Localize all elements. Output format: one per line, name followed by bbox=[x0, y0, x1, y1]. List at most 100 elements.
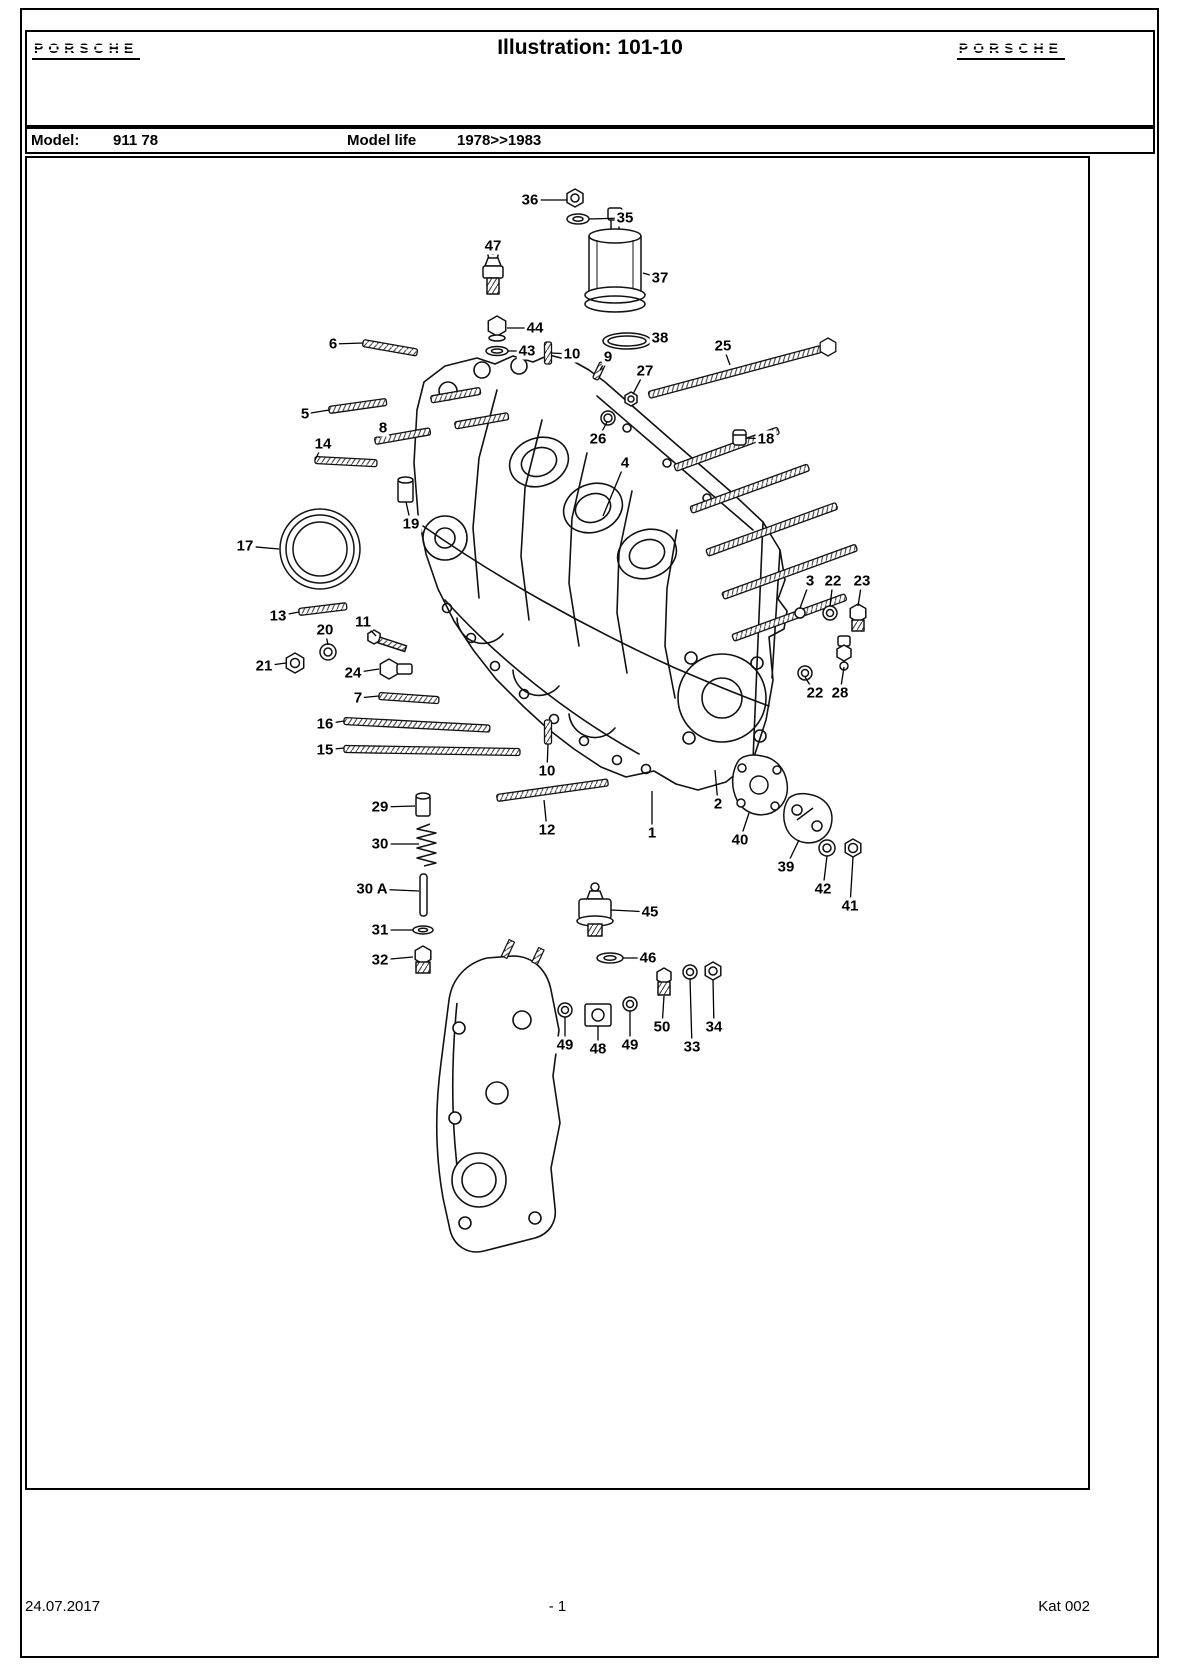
part-callout-1: 1 bbox=[645, 824, 659, 842]
part-21-nut bbox=[285, 652, 305, 674]
part-callout-44: 44 bbox=[524, 319, 546, 337]
part-callout-48: 48 bbox=[587, 1040, 609, 1058]
porsche-logo-right: PORSCHE bbox=[956, 40, 1066, 60]
part-callout-29: 29 bbox=[369, 798, 391, 816]
part-callout-14: 14 bbox=[312, 435, 334, 453]
part-callout-10: 10 bbox=[561, 345, 583, 363]
leader-line bbox=[602, 462, 626, 517]
part-callout-50: 50 bbox=[651, 1018, 673, 1036]
part-callout-15: 15 bbox=[314, 741, 336, 759]
part-callout-6: 6 bbox=[326, 335, 340, 353]
part-callout-13: 13 bbox=[267, 607, 289, 625]
part-45-breather-valve bbox=[576, 882, 614, 937]
part-48-banjo-block bbox=[584, 1003, 612, 1027]
part-37-oil-filler-tower bbox=[584, 207, 646, 313]
part-callout-19: 19 bbox=[400, 515, 422, 533]
part-27-nut bbox=[624, 391, 638, 407]
part-callout-18: 18 bbox=[755, 430, 777, 448]
part-24-plug bbox=[379, 658, 413, 680]
part-callout-8: 8 bbox=[376, 419, 390, 437]
part-43-seal-washer bbox=[485, 345, 509, 357]
part-callout-7: 7 bbox=[351, 689, 365, 707]
part-callout-42: 42 bbox=[812, 880, 834, 898]
part-callout-45: 45 bbox=[639, 903, 661, 921]
part-30a-plunger bbox=[419, 873, 428, 917]
part-callout-4: 4 bbox=[618, 454, 632, 472]
part-39-flange bbox=[783, 792, 833, 844]
part-callout-49: 49 bbox=[554, 1036, 576, 1054]
part-callout-11: 11 bbox=[353, 613, 373, 631]
part-callout-16: 16 bbox=[314, 715, 336, 733]
part-50-fitting bbox=[656, 967, 672, 996]
part-callout-47: 47 bbox=[482, 237, 504, 255]
footer-date: 24.07.2017 bbox=[25, 1598, 101, 1615]
part-29-piston-dowel bbox=[415, 792, 431, 817]
part-callout-43: 43 bbox=[516, 342, 538, 360]
part-callout-32: 32 bbox=[369, 951, 391, 969]
part-callout-35: 35 bbox=[614, 209, 636, 227]
part-30-spring bbox=[416, 823, 437, 867]
part-17-seal-ring bbox=[279, 508, 361, 590]
part-callout-37: 37 bbox=[649, 269, 671, 287]
model-life-label: Model life bbox=[347, 132, 417, 149]
part-callout-10: 10 bbox=[536, 762, 558, 780]
part-callout-21: 21 bbox=[253, 657, 275, 675]
part-callout-25: 25 bbox=[712, 337, 734, 355]
part-callout-22: 22 bbox=[804, 684, 826, 702]
part-callout-3: 3 bbox=[803, 572, 817, 590]
model-bar: Model: 911 78 Model life 1978>>1983 bbox=[25, 127, 1155, 154]
part-36-nut bbox=[566, 188, 584, 208]
part-callout-27: 27 bbox=[634, 362, 656, 380]
part-callout-30: 30 bbox=[369, 835, 391, 853]
part-26-o-ring bbox=[600, 410, 616, 426]
part-18-cap-nut bbox=[732, 429, 747, 446]
part-35-washer bbox=[566, 213, 590, 225]
page-frame bbox=[20, 8, 1159, 1658]
model-value: 911 78 bbox=[113, 132, 159, 149]
part-callout-30A: 30 A bbox=[354, 880, 390, 898]
part-callout-26: 26 bbox=[587, 430, 609, 448]
footer-catalog-code: Kat 002 bbox=[1038, 1598, 1090, 1615]
part-25-through-bolt bbox=[647, 337, 837, 399]
porsche-logo-left: PORSCHE bbox=[32, 40, 141, 60]
part-callout-23: 23 bbox=[851, 572, 873, 590]
engine-exploded-view-art bbox=[279, 188, 867, 1253]
part-callout-46: 46 bbox=[637, 949, 659, 967]
part-callout-5: 5 bbox=[298, 405, 312, 423]
part-callout-39: 39 bbox=[775, 858, 797, 876]
part-callout-49: 49 bbox=[619, 1036, 641, 1054]
crankcase-lower-half bbox=[435, 938, 561, 1253]
model-label: Model: bbox=[31, 132, 80, 149]
header: PORSCHE Illustration: 101-10 PORSCHE bbox=[25, 30, 1155, 127]
part-11-bolt bbox=[367, 629, 408, 653]
part-19-dowel bbox=[397, 476, 414, 503]
footer: 24.07.2017 - 1 Kat 002 bbox=[25, 1598, 1090, 1620]
part-callout-34: 34 bbox=[703, 1018, 725, 1036]
part-callout-41: 41 bbox=[839, 897, 861, 915]
part-callout-38: 38 bbox=[649, 329, 671, 347]
part-callout-2: 2 bbox=[711, 795, 725, 813]
part-23-plug bbox=[849, 603, 867, 632]
part-44-plug bbox=[487, 315, 507, 342]
part-callout-36: 36 bbox=[519, 191, 541, 209]
page-title: Illustration: 101-10 bbox=[497, 36, 683, 59]
part-callout-22: 22 bbox=[822, 572, 844, 590]
footer-page-number: - 1 bbox=[548, 1598, 567, 1615]
leader-line bbox=[689, 978, 693, 1048]
model-life-value: 1978>>1983 bbox=[457, 132, 542, 149]
part-callout-40: 40 bbox=[729, 831, 751, 849]
part-callout-12: 12 bbox=[536, 821, 558, 839]
part-32-plug bbox=[414, 945, 432, 974]
part-22-washer-lower bbox=[797, 665, 813, 681]
part-callout-9: 9 bbox=[601, 348, 615, 366]
part-40-end-cover bbox=[731, 754, 789, 816]
part-callout-33: 33 bbox=[681, 1038, 703, 1056]
part-callout-24: 24 bbox=[342, 664, 364, 682]
part-callout-28: 28 bbox=[829, 684, 851, 702]
part-callout-17: 17 bbox=[234, 537, 256, 555]
part-callout-20: 20 bbox=[314, 621, 336, 639]
part-22-washer-upper bbox=[822, 605, 838, 621]
part-callout-31: 31 bbox=[369, 921, 391, 939]
